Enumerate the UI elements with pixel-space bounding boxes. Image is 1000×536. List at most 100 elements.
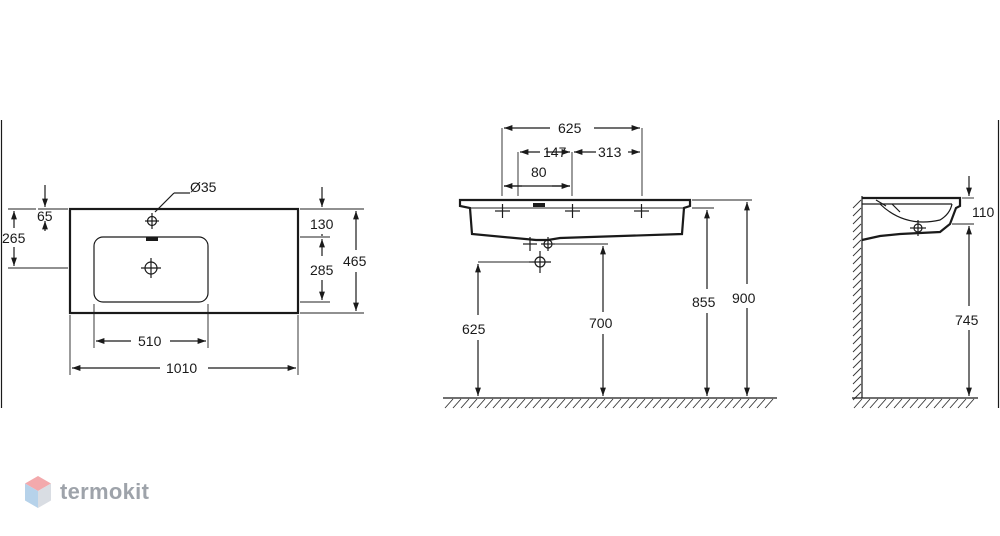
hatch-stroke — [460, 398, 470, 409]
hatch-stroke — [700, 398, 710, 409]
hatch-stroke — [869, 398, 879, 409]
hatch-stroke — [604, 398, 614, 409]
hatch-stroke — [852, 327, 862, 337]
hatch-stroke — [580, 398, 590, 409]
hatch-stroke — [885, 398, 895, 409]
hatch-stroke — [764, 398, 774, 409]
dim-110-label: 110 — [972, 204, 995, 220]
hatch-stroke — [708, 398, 718, 409]
hatch-stroke — [933, 398, 943, 409]
hatch-stroke — [716, 398, 726, 409]
dim-130-label: 130 — [310, 216, 334, 232]
hatch-stroke — [852, 351, 862, 361]
side-wall-hatch — [852, 199, 862, 401]
dim-700-label: 700 — [589, 315, 613, 331]
hatch-stroke — [756, 398, 766, 409]
hatch-stroke — [684, 398, 694, 409]
hatch-stroke — [852, 391, 862, 401]
dim-625-top-label: 625 — [558, 120, 582, 136]
hatch-stroke — [652, 398, 662, 409]
hatch-stroke — [564, 398, 574, 409]
hatch-stroke — [852, 279, 862, 289]
hatch-stroke — [941, 398, 951, 409]
hatch-stroke — [852, 271, 862, 281]
hatch-stroke — [452, 398, 462, 409]
front-floor-hatch — [444, 398, 774, 409]
hatch-stroke — [949, 398, 959, 409]
hatch-stroke — [852, 255, 862, 265]
dim-80-label: 80 — [531, 164, 547, 180]
hatch-stroke — [468, 398, 478, 409]
dim-147-label: 147 — [543, 144, 567, 160]
hatch-stroke — [917, 398, 927, 409]
hole-leader-line — [154, 192, 175, 213]
hatch-stroke — [484, 398, 494, 409]
hatch-stroke — [852, 367, 862, 377]
top-view: Ø35 65 265 130 285 465 — [2, 179, 367, 376]
brand-logo: termokit — [24, 472, 149, 512]
dim-1010-label: 1010 — [166, 360, 197, 376]
hatch-stroke — [532, 398, 542, 409]
drain-symbol — [141, 258, 161, 278]
hatch-stroke — [852, 223, 862, 233]
hole-diameter-label: Ø35 — [190, 179, 217, 195]
hatch-stroke — [877, 398, 887, 409]
hatch-stroke — [612, 398, 622, 409]
hatch-stroke — [861, 398, 871, 409]
drain-outlet-symbols — [523, 237, 555, 273]
faucet-hole-symbol — [145, 213, 159, 229]
hatch-stroke — [676, 398, 686, 409]
hatch-stroke — [572, 398, 582, 409]
hatch-stroke — [852, 335, 862, 345]
hatch-stroke — [524, 398, 534, 409]
hatch-stroke — [588, 398, 598, 409]
hatch-stroke — [852, 263, 862, 273]
hatch-stroke — [852, 199, 862, 209]
hatch-stroke — [852, 231, 862, 241]
dim-855-label: 855 — [692, 294, 716, 310]
hatch-stroke — [620, 398, 630, 409]
hatch-stroke — [925, 398, 935, 409]
side-view: 110 745 — [852, 176, 995, 409]
dim-465-label: 465 — [343, 253, 367, 269]
front-view: 625 147 313 80 625 700 855 900 — [443, 120, 777, 409]
hatch-stroke — [957, 398, 967, 409]
hatch-stroke — [644, 398, 654, 409]
basin-front-profile — [458, 198, 692, 242]
hatch-stroke — [540, 398, 550, 409]
hatch-stroke — [852, 319, 862, 329]
brand-cube-icon — [25, 476, 51, 508]
hatch-stroke — [492, 398, 502, 409]
hatch-stroke — [500, 398, 510, 409]
hatch-stroke — [732, 398, 742, 409]
brand-name: termokit — [60, 479, 150, 504]
dim-510-label: 510 — [138, 333, 162, 349]
hatch-stroke — [636, 398, 646, 409]
hatch-stroke — [852, 303, 862, 313]
hatch-stroke — [852, 207, 862, 217]
hatch-stroke — [852, 375, 862, 385]
dim-745-label: 745 — [955, 312, 979, 328]
dim-265-label: 265 — [2, 230, 26, 246]
hatch-stroke — [852, 295, 862, 305]
hatch-stroke — [893, 398, 903, 409]
hatch-stroke — [901, 398, 911, 409]
hatch-stroke — [668, 398, 678, 409]
hatch-stroke — [852, 343, 862, 353]
hatch-stroke — [596, 398, 606, 409]
hatch-stroke — [724, 398, 734, 409]
hatch-stroke — [852, 215, 862, 225]
dim-285-label: 285 — [310, 262, 334, 278]
basin-side-profile — [861, 196, 962, 242]
dim-313-label: 313 — [598, 144, 622, 160]
hatch-stroke — [853, 398, 863, 409]
hatch-stroke — [852, 239, 862, 249]
hatch-stroke — [692, 398, 702, 409]
hatch-stroke — [628, 398, 638, 409]
dim-900-label: 900 — [732, 290, 756, 306]
hatch-stroke — [548, 398, 558, 409]
hatch-stroke — [444, 398, 454, 409]
dim-625-side-label: 625 — [462, 321, 486, 337]
bowl-side-curve — [879, 203, 953, 223]
